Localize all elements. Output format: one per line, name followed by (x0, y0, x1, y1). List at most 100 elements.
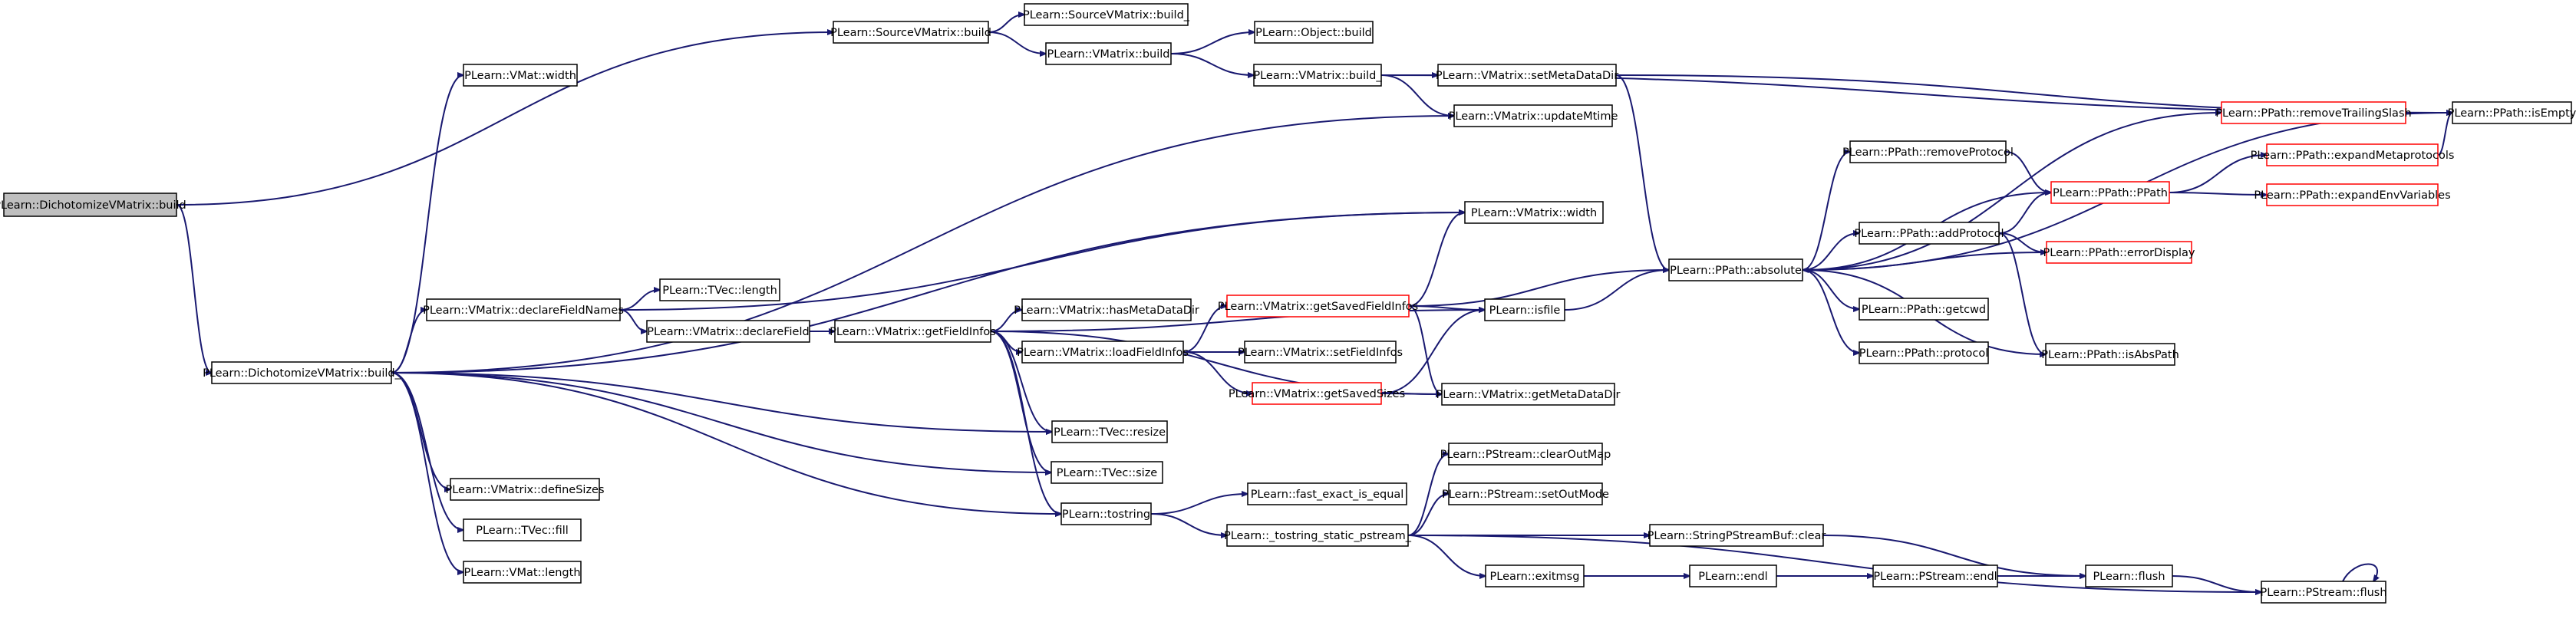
node-vm-width[interactable]: PLearn::VMatrix::width (1464, 201, 1604, 224)
node-box[interactable] (2266, 143, 2439, 166)
node-tvec-length[interactable]: PLearn::TVec::length (659, 278, 780, 301)
node-vm-loadFieldInfos[interactable]: PLearn::VMatrix::loadFieldInfos (1017, 341, 1189, 364)
node-vm-setMetaDataDir[interactable]: PLearn::VMatrix::setMetaDataDir (1436, 64, 1618, 87)
node-root[interactable]: PLearn::DichotomizeVMatrix::build (0, 193, 186, 217)
node-pp-expandEnvVariables[interactable]: PLearn::PPath::expandEnvVariables (2254, 183, 2451, 206)
node-vm-getFieldInfos[interactable]: PLearn::VMatrix::getFieldInfos (830, 320, 996, 343)
node-pp-absolute[interactable]: PLearn::PPath::absolute (1668, 258, 1803, 281)
node-box[interactable] (2050, 181, 2170, 204)
node-vm-defineSizes[interactable]: PLearn::VMatrix::defineSizes (445, 478, 605, 501)
node-vmat-length[interactable]: PLearn::VMat::length (463, 561, 582, 584)
node-isfile[interactable]: PLearn::isfile (1484, 298, 1565, 321)
node-box[interactable] (1872, 564, 1998, 587)
node-tostring[interactable]: PLearn::tostring (1060, 502, 1152, 525)
node-pp-errorDisplay[interactable]: PLearn::PPath::errorDisplay (2043, 241, 2195, 264)
node-ps-flush[interactable]: PLearn::PStream::flush (2260, 581, 2387, 604)
node-box[interactable] (1247, 482, 1407, 505)
node-box[interactable] (463, 64, 578, 87)
node-tvec-resize[interactable]: PLearn::TVec::resize (1051, 420, 1168, 443)
node-flush[interactable]: PLearn::flush (2085, 564, 2173, 587)
node-vm-build-[interactable]: PLearn::VMatrix::build_ (1253, 64, 1382, 87)
node-vmat-width[interactable]: PLearn::VMat::width (463, 64, 578, 87)
node-box[interactable] (1453, 104, 1613, 127)
node-vm-getSavedSizes[interactable]: PLearn::VMatrix::getSavedSizes (1229, 382, 1405, 405)
node-ps-clearOutMap[interactable]: PLearn::PStream::clearOutMap (1440, 443, 1611, 466)
node-box[interactable] (1859, 341, 1989, 364)
node-fast-exact-is-equal[interactable]: PLearn::fast_exact_is_equal (1247, 482, 1407, 505)
node-box[interactable] (3, 193, 177, 217)
node-pp-PPath[interactable]: PLearn::PPath::PPath (2050, 181, 2170, 204)
node-vm-declareFieldNames[interactable]: PLearn::VMatrix::declareFieldNames (423, 298, 624, 321)
node-box[interactable] (1649, 524, 1824, 547)
node-pp-isEmpty[interactable]: PLearn::PPath::isEmpty (2448, 101, 2576, 124)
node-svm-build[interactable]: PLearn::SourceVMatrix::build (830, 21, 991, 44)
node-box[interactable] (2266, 183, 2439, 206)
node-box[interactable] (1051, 461, 1163, 484)
node-box[interactable] (450, 478, 600, 501)
node-pp-getcwd[interactable]: PLearn::PPath::getcwd (1859, 298, 1989, 321)
node-box[interactable] (1060, 502, 1152, 525)
node-box[interactable] (1441, 383, 1615, 406)
node-endl[interactable]: PLearn::endl (1689, 564, 1777, 587)
node-box[interactable] (833, 21, 989, 44)
node-box[interactable] (2452, 101, 2572, 124)
node-box[interactable] (1485, 564, 1585, 587)
node-box[interactable] (1859, 298, 1989, 321)
node-box[interactable] (1226, 524, 1409, 547)
node-box[interactable] (1024, 3, 1189, 26)
node-tvec-fill[interactable]: PLearn::TVec::fill (463, 518, 582, 541)
node-pp-protocol[interactable]: PLearn::PPath::protocol (1859, 341, 1989, 364)
node-pp-expandMetaprotocols[interactable]: PLearn::PPath::expandMetaprotocols (2251, 143, 2455, 166)
node-box[interactable] (1045, 42, 1172, 65)
node-box[interactable] (1484, 298, 1565, 321)
node-box[interactable] (2045, 343, 2175, 366)
node-vm-updateMtime[interactable]: PLearn::VMatrix::updateMtime (1449, 104, 1618, 127)
node-box[interactable] (1244, 341, 1397, 364)
node-box[interactable] (1021, 341, 1184, 364)
node-vm-getSavedFieldInfos[interactable]: PLearn::VMatrix::getSavedFieldInfos (1218, 295, 1418, 318)
node-box[interactable] (2261, 581, 2386, 604)
node-box[interactable] (1437, 64, 1617, 87)
node-box[interactable] (1226, 295, 1410, 318)
node-box[interactable] (1859, 222, 2000, 245)
node-box[interactable] (1448, 482, 1603, 505)
node-box[interactable] (1668, 258, 1803, 281)
node-vm-getMetaDataDir[interactable]: PLearn::VMatrix::getMetaDataDir (1436, 383, 1621, 406)
node-box[interactable] (834, 320, 991, 343)
node-pp-isAbsPath[interactable]: PLearn::PPath::isAbsPath (2041, 343, 2179, 366)
node-tvec-size[interactable]: PLearn::TVec::size (1051, 461, 1163, 484)
node-dvm-build-[interactable]: PLearn::DichotomizeVMatrix::build_ (203, 361, 401, 384)
node-vm-hasMetaDataDir[interactable]: PLearn::VMatrix::hasMetaDataDir (1014, 298, 1199, 321)
node-svm-build-[interactable]: PLearn::SourceVMatrix::build_ (1023, 3, 1190, 26)
node-vm-build[interactable]: PLearn::VMatrix::build (1045, 42, 1172, 65)
node-box[interactable] (463, 561, 582, 584)
node-box[interactable] (1051, 420, 1168, 443)
node-spsb-clear[interactable]: PLearn::StringPStreamBuf::clear (1648, 524, 1826, 547)
node-tostring-static[interactable]: PLearn::_tostring_static_pstream_ (1224, 524, 1412, 547)
node-box[interactable] (1448, 443, 1603, 466)
node-box[interactable] (211, 361, 392, 384)
node-vm-setFieldInfos[interactable]: PLearn::VMatrix::setFieldInfos (1238, 341, 1403, 364)
node-box[interactable] (646, 320, 810, 343)
node-exitmsg[interactable]: PLearn::exitmsg (1485, 564, 1585, 587)
node-box[interactable] (1689, 564, 1777, 587)
node-box[interactable] (2046, 241, 2192, 264)
node-pp-removeTrailingSlash[interactable]: PLearn::PPath::removeTrailingSlash (2215, 101, 2412, 124)
node-obj-build[interactable]: PLearn::Object::build (1254, 21, 1374, 44)
node-box[interactable] (2085, 564, 2173, 587)
node-pp-removeProtocol[interactable]: PLearn::PPath::removeProtocol (1842, 140, 2014, 163)
node-box[interactable] (659, 278, 780, 301)
node-box[interactable] (1254, 21, 1374, 44)
node-vm-declareField[interactable]: PLearn::VMatrix::declareField (646, 320, 810, 343)
node-box[interactable] (1252, 382, 1382, 405)
node-box[interactable] (1464, 201, 1604, 224)
node-pp-addProtocol[interactable]: PLearn::PPath::addProtocol (1854, 222, 2004, 245)
node-box[interactable] (463, 518, 582, 541)
node-ps-setOutMode[interactable]: PLearn::PStream::setOutMode (1442, 482, 1609, 505)
node-box[interactable] (2221, 101, 2406, 124)
node-box[interactable] (426, 298, 621, 321)
node-box[interactable] (1253, 64, 1382, 87)
node-box[interactable] (1849, 140, 2007, 163)
node-ps-endl[interactable]: PLearn::PStream::endl (1872, 564, 1998, 587)
node-box[interactable] (1021, 298, 1192, 321)
